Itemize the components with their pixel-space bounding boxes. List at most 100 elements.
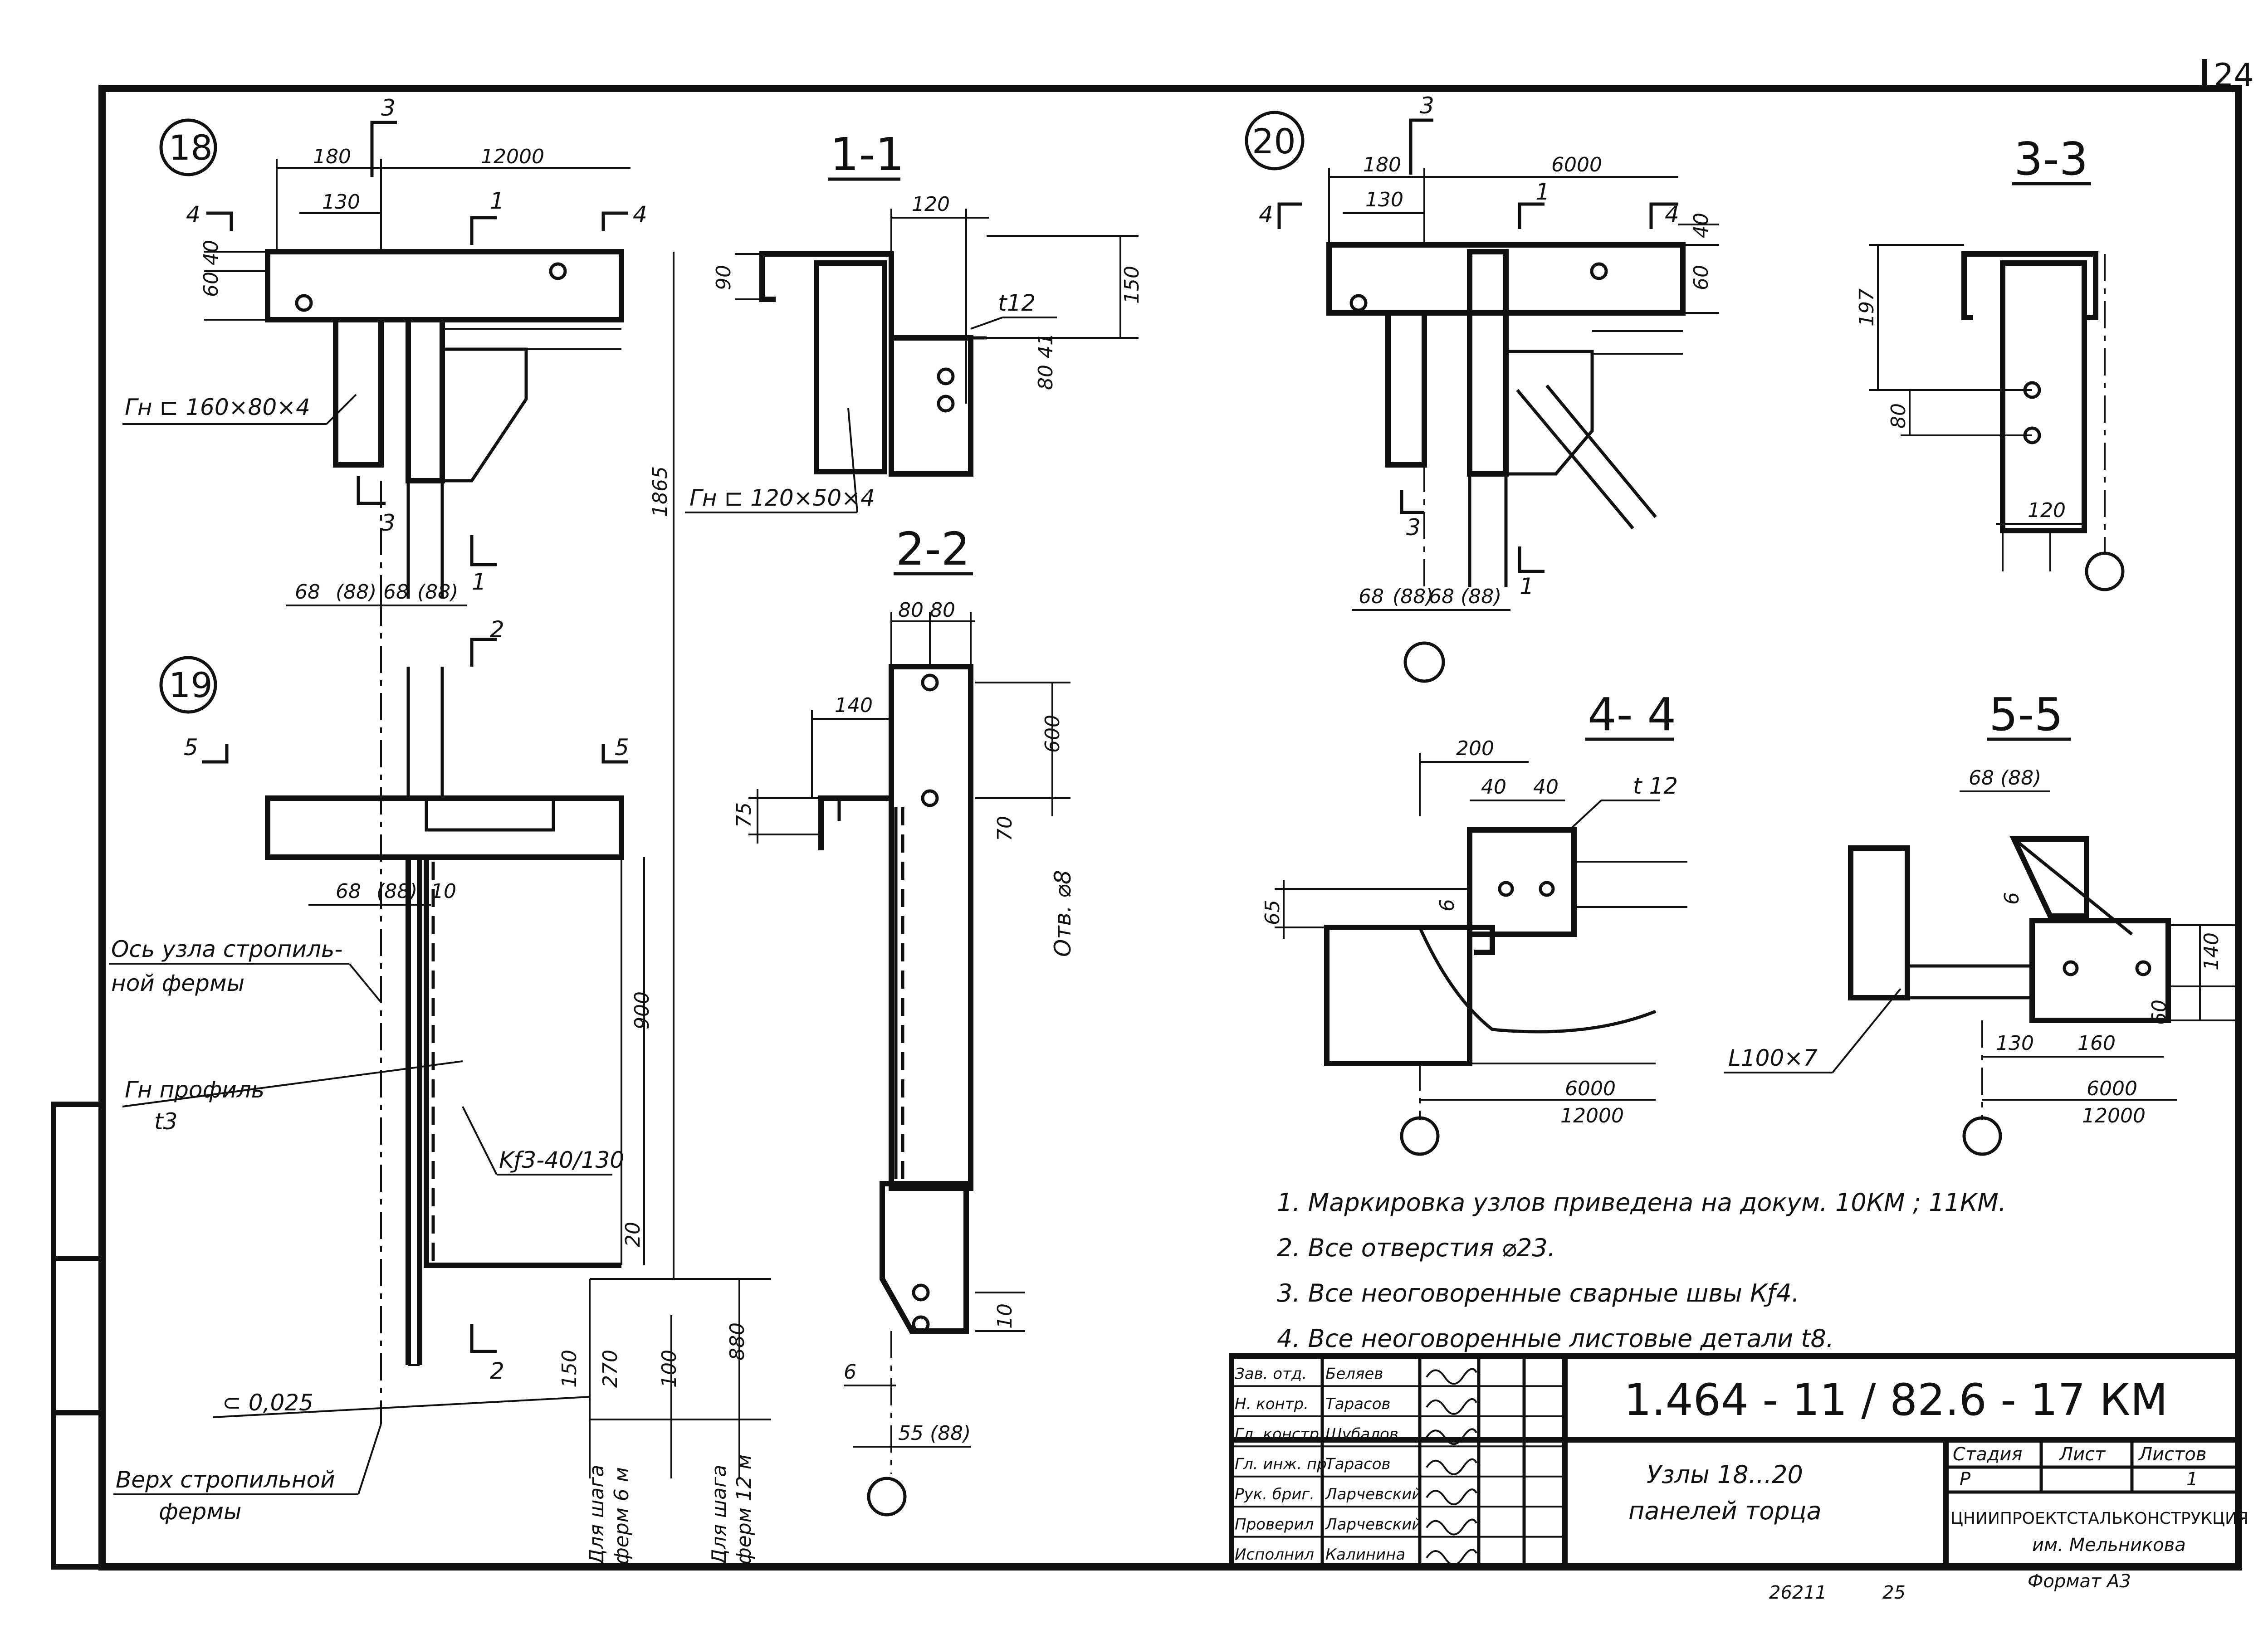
section-4-4-title: 4- 4 (1588, 688, 1676, 741)
cut-mark-1-n20b: 1 (1520, 573, 1534, 600)
dim-130-n20: 130 (1365, 188, 1403, 211)
title-block-role: Зав. отд. (1235, 1365, 1307, 1383)
step-6-label-1: Для шага (585, 1465, 608, 1566)
dim-270-19: 270 (599, 1350, 622, 1388)
cut-mark-3-n20b: 3 (1406, 514, 1421, 541)
dim-6-44: 6 (1436, 899, 1459, 912)
dim-75-22: 75 (733, 802, 756, 828)
profile-t3-label-2: t3 (154, 1108, 177, 1135)
axis-label-1: Ось узла стропиль- (111, 936, 342, 962)
cut-mark-1b: 1 (472, 569, 486, 595)
cut-mark-2b: 2 (490, 1358, 504, 1384)
top-truss-label-2: фермы (159, 1498, 241, 1525)
dim-88: (88) (336, 580, 376, 604)
dim-68-n20: 68 (1359, 585, 1384, 608)
note-4: 4. Все неоговоренные листовые детали t8. (1277, 1324, 1834, 1353)
dim-80-80: 80 80 (898, 599, 955, 622)
signature-mark (1426, 1368, 1477, 1385)
dim-80-33: 80 (1887, 403, 1910, 429)
dim-150-19: 150 (558, 1350, 581, 1388)
title-block-name: Беляев (1325, 1365, 1383, 1383)
title-block-role: Гл. констр. (1235, 1425, 1324, 1443)
dim-140-22: 140 (835, 694, 873, 717)
profile-label-18: Гн ⊏ 160×80×4 (125, 394, 310, 420)
dim-68-88-55: 68 (88) (1969, 766, 2041, 790)
bottom-stamp-1: 26211 (1769, 1582, 1827, 1603)
dim-68-19: 68 (336, 880, 361, 903)
organization: ЦНИИПРОЕКТСТАЛЬКОНСТРУКЦИЯ (1950, 1509, 2248, 1528)
signature-mark (1426, 1518, 1477, 1536)
dim-150-11: 150 (1120, 266, 1144, 304)
title-block-name: Тарасов (1325, 1455, 1391, 1473)
dim-1865: 1865 (649, 466, 672, 517)
signature-mark (1426, 1458, 1477, 1475)
dim-12000-55: 12000 (2082, 1104, 2146, 1127)
weld-label: Kƒ3-40/130 (499, 1147, 624, 1173)
angle-label: L100×7 (1728, 1045, 1818, 1071)
dim-60-55: 60 (2148, 1000, 2171, 1025)
cut-mark-4-n20b: 4 (1665, 201, 1679, 228)
dim-140-55: 140 (2200, 932, 2223, 971)
section-5-5: 5-5 68 (88) 140 60 6 130 160 6000 12000 … (1724, 688, 2239, 1156)
dim-68b-n20: 68 (1429, 585, 1454, 608)
dim-88-19: (88) (376, 880, 417, 903)
dim-20: 20 (621, 1222, 645, 1247)
profile-label-11: Гн ⊏ 120×50×4 (689, 485, 875, 511)
section-3-3: 3-3 197 80 120 (1855, 132, 2125, 591)
dim-880-19: 880 (726, 1322, 749, 1361)
note-3: 3. Все неоговоренные сварные швы Кƒ4. (1277, 1279, 1799, 1307)
dim-6000-n20: 6000 (1551, 153, 1602, 176)
bottom-stamp-2: 25 (1882, 1582, 1906, 1603)
dim-900: 900 (631, 991, 654, 1029)
dim-100-19: 100 (658, 1350, 681, 1388)
cut-mark-5a: 5 (184, 734, 198, 761)
page-number: 24 (2214, 57, 2254, 94)
stage-value: Р (1960, 1469, 1971, 1490)
dim-6000-55: 6000 (2087, 1077, 2137, 1100)
dim-200-44: 200 (1456, 737, 1494, 760)
dim-55-88: 55 (88) (898, 1422, 971, 1445)
dim-6000-44: 6000 (1565, 1077, 1616, 1100)
note-2: 2. Все отверстия ⌀23. (1277, 1234, 1555, 1262)
cut-mark-2a: 2 (490, 616, 504, 643)
cut-mark-4a: 4 (186, 201, 200, 228)
signature-mark (1426, 1398, 1477, 1415)
dim-70-22: 70 (993, 816, 1017, 841)
section-2-2-title: 2-2 (896, 522, 970, 576)
section-5-5-title: 5-5 (1989, 688, 2063, 741)
dim-88-n20: (88) (1393, 585, 1433, 608)
dim-12000: 12000 (481, 145, 544, 168)
dim-40-n20: 40 (1690, 213, 1713, 238)
dim-40-44a: 40 (1481, 776, 1506, 799)
section-1-1: 1-1 120 90 150 80 41 t12 Гн ⊏ 120×50×4 (685, 128, 1144, 513)
dim-130-55: 130 (1996, 1032, 2034, 1055)
title-block-role: Исполнил (1235, 1546, 1314, 1564)
hole-label: Отв. ⌀8 (1050, 870, 1076, 957)
cut-mark-5b: 5 (615, 734, 629, 761)
dim-65-44: 65 (1261, 900, 1284, 925)
section-4-4: 4- 4 200 40 40 t 12 65 6 6000 12000 (1261, 688, 1687, 1156)
dim-180-n20: 180 (1363, 153, 1401, 176)
format-label: Формат А3 (2028, 1571, 2131, 1592)
slope-label: ⊂ 0,025 (222, 1390, 313, 1416)
axis-label-2: ной фермы (111, 970, 244, 996)
dim-130: 130 (322, 190, 360, 214)
section-3-3-title: 3-3 (2014, 132, 2088, 185)
dim-120-11: 120 (912, 193, 950, 216)
cut-mark-1a: 1 (490, 188, 504, 214)
dim-90-11: 90 (712, 265, 735, 290)
dim-197: 197 (1855, 288, 1878, 327)
dim-180: 180 (313, 145, 351, 168)
drawing-title-2: панелей торца (1628, 1497, 1822, 1525)
cut-mark-3-n20: 3 (1420, 93, 1434, 119)
dim-120-33: 120 (2028, 499, 2066, 522)
plate-t12-label: t12 (998, 290, 1036, 316)
node-20-label: 20 (1252, 121, 1296, 161)
cut-mark-3: 3 (381, 95, 396, 121)
section-1-1-title: 1-1 (830, 128, 904, 181)
step-12-label-1: Для шага (708, 1465, 731, 1566)
sheets-value: 1 (2186, 1469, 2198, 1490)
cut-mark-4b: 4 (633, 201, 647, 228)
general-notes: 1. Маркировка узлов приведена на докум. … (1277, 1188, 2006, 1353)
